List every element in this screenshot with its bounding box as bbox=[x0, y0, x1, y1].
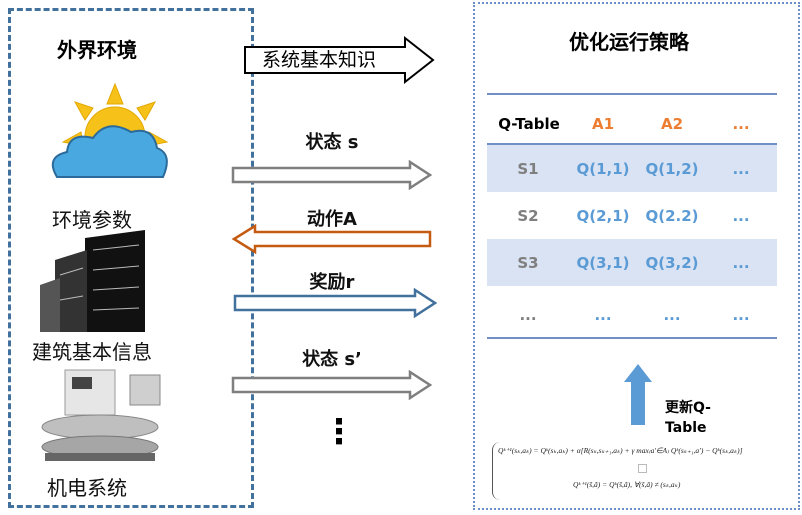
row-state-label: S1 bbox=[517, 160, 539, 178]
update-formula: Qᵏ⁺¹(sₖ,aₖ) = Qᵏ(sₖ,aₖ) + α[R(sₖ,sₖ₊₁,aₖ… bbox=[492, 442, 791, 500]
mep-system-label: 机电系统 bbox=[47, 476, 127, 500]
q-value-cell: ... bbox=[732, 160, 750, 178]
update-up-arrow-icon bbox=[624, 364, 652, 425]
knowledge-arrow bbox=[244, 35, 435, 85]
formula-line-2: Qᵏ⁺¹(s̃,ã) = Qᵏ(s̃,ã), ∀(s̃,ã) ≠ (sₖ,aₖ) bbox=[573, 480, 681, 489]
building-icon bbox=[40, 230, 145, 332]
q-value-cell: ... bbox=[663, 306, 681, 324]
header-more: ... bbox=[732, 115, 750, 133]
row-state-label: S2 bbox=[517, 207, 539, 225]
update-q-table-label: 更新Q-Table bbox=[665, 400, 711, 436]
reward-label: 奖励r bbox=[309, 272, 355, 293]
more-steps-ellipsis: ⋮ bbox=[322, 412, 356, 452]
header-a1: A1 bbox=[591, 115, 615, 133]
q-value-cell: Q(3,2) bbox=[645, 254, 699, 272]
environment-params-label: 环境参数 bbox=[52, 208, 132, 232]
header-a2: A2 bbox=[660, 115, 684, 133]
reward-arrow-icon bbox=[233, 288, 438, 318]
q-value-cell: ... bbox=[732, 306, 750, 324]
weather-icon bbox=[51, 82, 169, 178]
state-label: 状态 s bbox=[305, 132, 359, 153]
environment-panel bbox=[8, 8, 254, 508]
environment-title: 外界环境 bbox=[57, 38, 137, 62]
table-row-s3-bg bbox=[487, 239, 777, 286]
knowledge-label: 系统基本知识 bbox=[262, 49, 377, 71]
state-arrow-icon bbox=[231, 160, 433, 190]
table-top-line bbox=[487, 93, 777, 95]
row-state-label: S3 bbox=[517, 254, 539, 272]
q-value-cell: Q(2,1) bbox=[576, 207, 630, 225]
table-row-s1-bg bbox=[487, 145, 777, 192]
table-header-line bbox=[487, 143, 777, 145]
q-value-cell: Q(3,1) bbox=[576, 254, 630, 272]
strategy-title: 优化运行策略 bbox=[569, 30, 689, 54]
q-value-cell: Q(1,1) bbox=[576, 160, 630, 178]
q-value-cell: Q(1,2) bbox=[645, 160, 699, 178]
table-bottom-line bbox=[487, 337, 777, 339]
building-info-label: 建筑基本信息 bbox=[32, 340, 152, 364]
action-label: 动作A bbox=[307, 209, 357, 230]
action-arrow-icon bbox=[231, 224, 432, 254]
q-value-cell: ... bbox=[732, 207, 750, 225]
strategy-panel bbox=[473, 2, 800, 510]
q-value-cell: Q(2.2) bbox=[645, 207, 699, 225]
formula-line-1: Qᵏ⁺¹(sₖ,aₖ) = Qᵏ(sₖ,aₖ) + α[R(sₖ,sₖ₊₁,aₖ… bbox=[498, 446, 743, 455]
header-q-table: Q-Table bbox=[498, 115, 560, 133]
q-value-cell: ... bbox=[732, 254, 750, 272]
placeholder-box-icon bbox=[638, 464, 647, 473]
q-value-cell: ... bbox=[594, 306, 612, 324]
chiller-icon bbox=[41, 369, 161, 461]
next-state-label: 状态 s’ bbox=[302, 349, 362, 370]
next-state-arrow-icon bbox=[231, 370, 433, 400]
row-state-label: ... bbox=[519, 306, 537, 324]
